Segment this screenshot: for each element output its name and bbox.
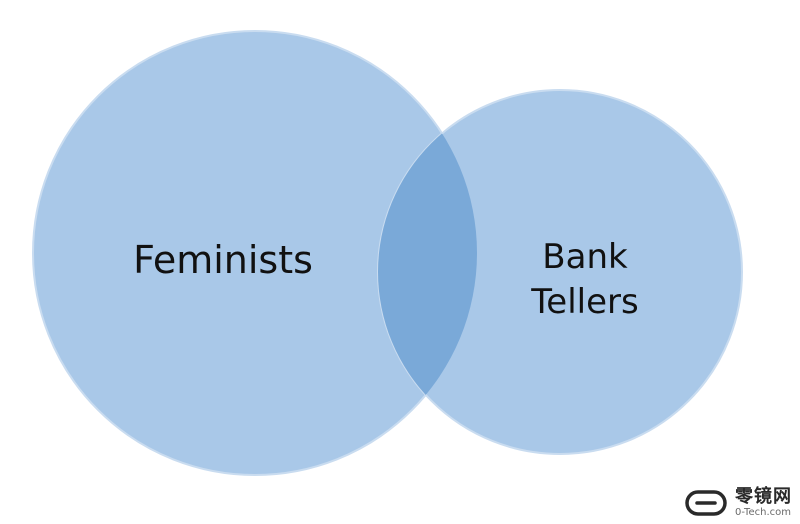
zero-tech-logo-icon: [685, 490, 727, 516]
tellers-label: Tellers: [530, 282, 638, 322]
watermark-name: 零镜网: [735, 486, 792, 507]
bank-label: Bank: [542, 237, 628, 277]
watermark-domain: 0-Tech.com: [735, 507, 791, 518]
feminists-label: Feminists: [133, 238, 313, 282]
watermark-text: 零镜网 0-Tech.com: [735, 488, 792, 518]
watermark: 零镜网 0-Tech.com: [685, 488, 792, 518]
